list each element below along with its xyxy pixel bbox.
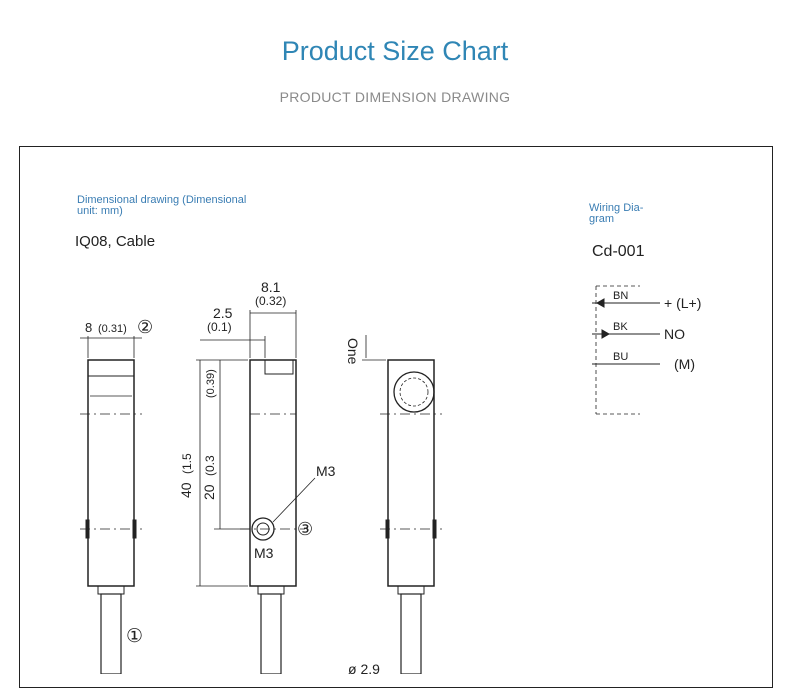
back-view [362, 335, 442, 674]
hole-position-dimension: 20 [201, 484, 217, 500]
side-view [196, 310, 316, 674]
cable-diameter: ø 2.9 [348, 661, 380, 674]
marker-two: ② [137, 317, 153, 337]
wire-label-bu: (M) [674, 356, 695, 372]
screw-label-bottom: M3 [254, 545, 274, 561]
length-dimension-inch: (1.5 [180, 453, 194, 474]
marker-one: ① [126, 626, 143, 647]
wire-label-bk: NO [664, 326, 685, 342]
wire-code-bk: BK [613, 321, 628, 333]
offset-dimension: 2.5 [213, 305, 233, 321]
wiring-title-line1: Wiring Dia- [589, 202, 644, 214]
dimension-drawing: Dimensional drawing (Dimensional unit: m… [75, 194, 701, 674]
width-dimension-inch: (0.31) [98, 323, 127, 335]
marker-three: ③ [297, 519, 313, 539]
drawing-frame [19, 146, 773, 688]
page-title: Product Size Chart [281, 36, 509, 66]
depth-dimension-inch: (0.32) [255, 294, 286, 308]
drawing-caption-line1: Dimensional drawing (Dimensional [77, 194, 246, 206]
wiring-diagram [592, 285, 660, 415]
screw-label-top: M3 [316, 463, 336, 479]
offset-dimension-inch: (0.1) [207, 320, 232, 334]
hole-position-inch: (0.3 [203, 455, 217, 476]
depth-dimension: 8.1 [261, 279, 281, 295]
wire-label-bn: + (L+) [664, 295, 701, 311]
front-view [80, 336, 142, 674]
drawing-caption-line2: unit: mm) [77, 205, 123, 217]
top-dimension-inch: (0.39) [205, 369, 217, 398]
width-dimension: 8 [85, 320, 92, 335]
model-name: IQ08, Cable [75, 233, 155, 250]
page-subtitle: PRODUCT DIMENSION DRAWING [279, 89, 511, 105]
wiring-code: Cd-001 [592, 243, 645, 260]
length-dimension: 40 [178, 482, 194, 498]
wire-code-bn: BN [613, 290, 628, 302]
wiring-title-line2: gram [589, 213, 614, 225]
side-label: One [345, 338, 361, 365]
wire-code-bu: BU [613, 351, 628, 363]
